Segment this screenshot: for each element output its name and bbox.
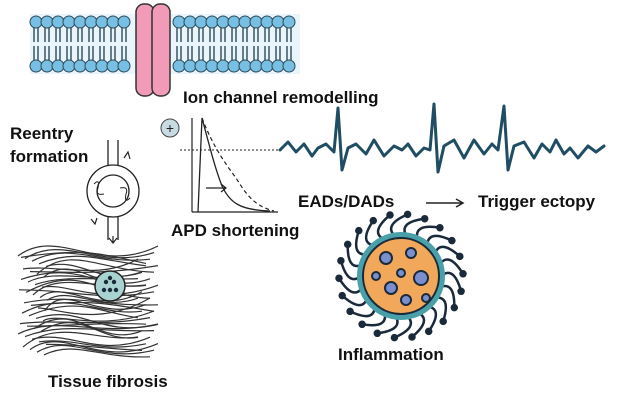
apd-shortening-label: APD shortening bbox=[171, 221, 300, 240]
trigger-ectopy-label: Trigger ectopy bbox=[478, 192, 596, 211]
tissue-fibrosis-label: Tissue fibrosis bbox=[48, 372, 168, 391]
eads-dads-label: EADs/DADs bbox=[298, 192, 395, 211]
tissue-fibrosis-illustration bbox=[17, 245, 159, 358]
reentry-circuit-illustration bbox=[86, 140, 140, 244]
reentry-label-line1: Reentry bbox=[10, 124, 74, 143]
ion-channel-membrane-illustration bbox=[29, 3, 300, 97]
arrow-icon bbox=[426, 198, 465, 208]
ecg-trace bbox=[278, 102, 606, 174]
reentry-label-line2: formation bbox=[10, 147, 89, 166]
cation-icon bbox=[160, 118, 180, 138]
inflammation-label: Inflammation bbox=[338, 345, 444, 364]
inflammation-illustration bbox=[335, 210, 467, 342]
ion-channel-label: Ion channel remodelling bbox=[183, 88, 379, 107]
cation-symbol: + bbox=[166, 120, 174, 136]
action-potential-plot: + bbox=[160, 117, 282, 213]
